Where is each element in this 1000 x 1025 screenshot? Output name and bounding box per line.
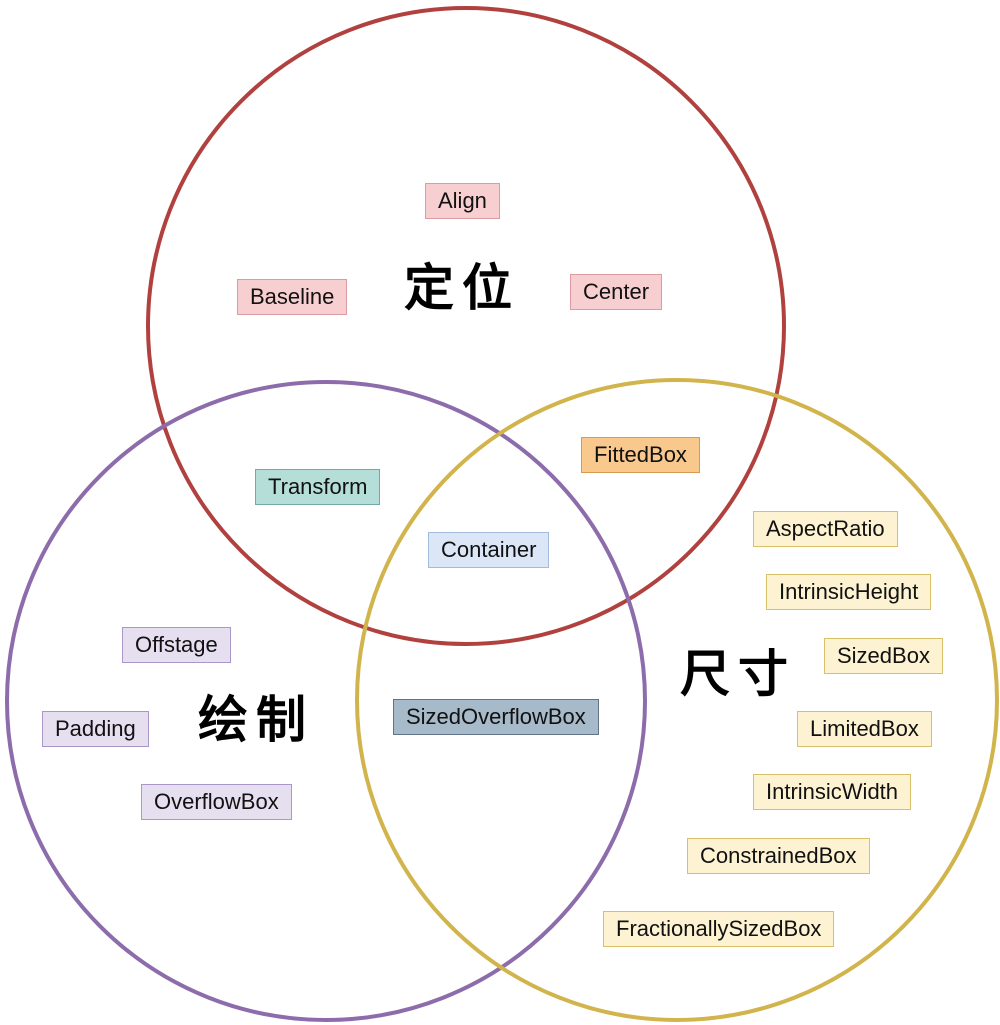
- widget-sized-box: SizedBox: [824, 638, 943, 675]
- circle-label-sizing: 尺寸: [680, 646, 796, 702]
- widget-limited-box: LimitedBox: [797, 711, 932, 748]
- widget-fitted-box: FittedBox: [581, 437, 700, 474]
- widget-container: Container: [428, 532, 550, 569]
- widget-intrinsic-width: IntrinsicWidth: [753, 774, 912, 811]
- circle-sizing: [355, 378, 999, 1022]
- widget-padding: Padding: [42, 711, 149, 748]
- widget-align: Align: [425, 183, 500, 220]
- widget-aspect-ratio: AspectRatio: [753, 511, 898, 548]
- widget-intrinsic-height: IntrinsicHeight: [766, 574, 932, 611]
- circle-label-painting: 绘制: [198, 692, 314, 748]
- widget-offstage: Offstage: [122, 627, 231, 664]
- widget-baseline: Baseline: [237, 279, 348, 316]
- widget-sized-overflow-box: SizedOverflowBox: [393, 699, 599, 736]
- widget-fractionally-sized-box: FractionallySizedBox: [603, 911, 835, 948]
- circle-label-positioning: 定位: [404, 260, 520, 316]
- widget-transform: Transform: [255, 469, 381, 506]
- widget-overflow-box: OverflowBox: [141, 784, 292, 821]
- widget-center: Center: [570, 274, 663, 311]
- widget-constrained-box: ConstrainedBox: [687, 838, 870, 875]
